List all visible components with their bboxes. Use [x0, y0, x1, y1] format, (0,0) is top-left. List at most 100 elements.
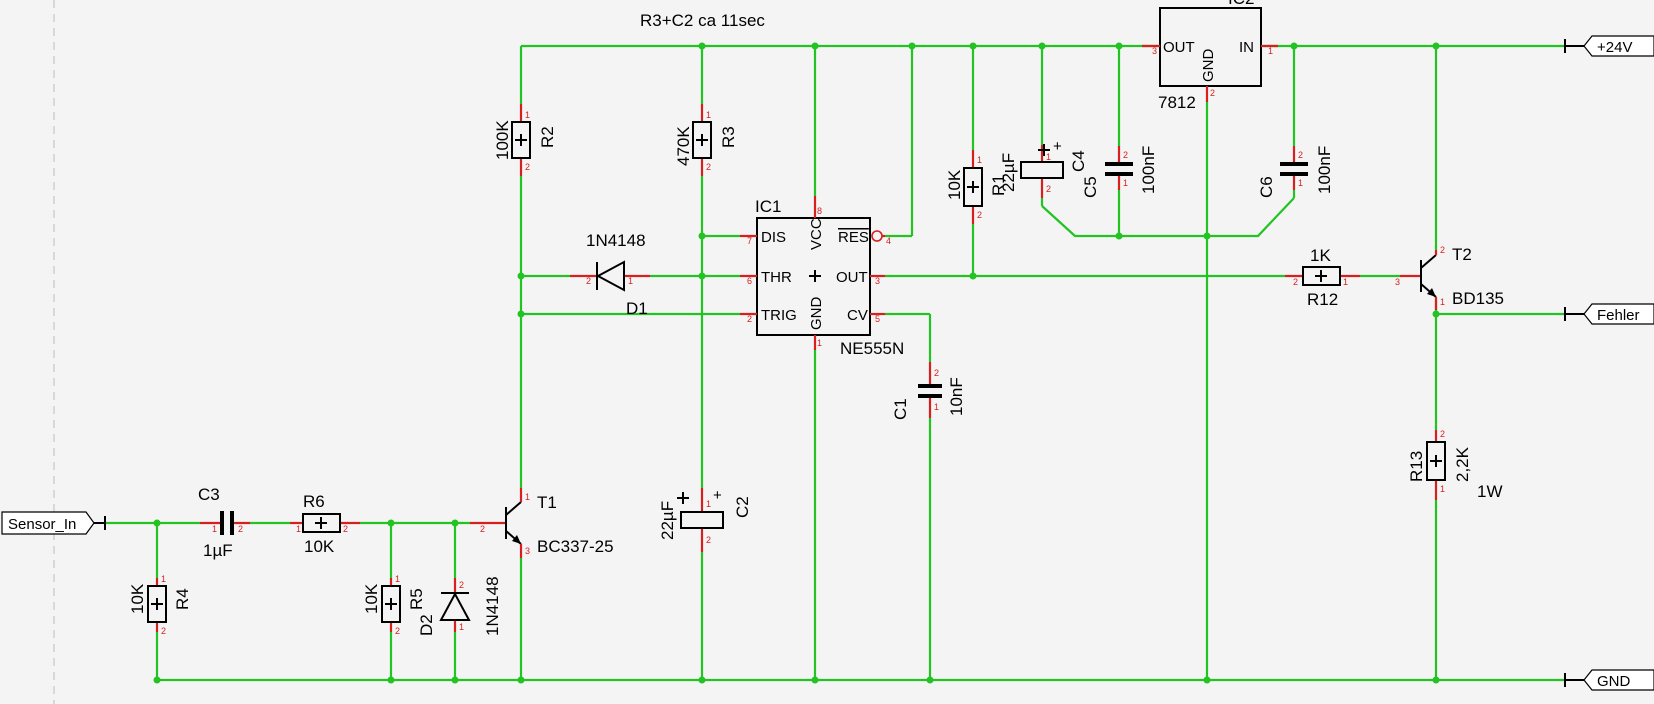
t2-value: BD135 [1452, 289, 1504, 308]
r4-name: R4 [173, 588, 192, 610]
svg-text:1: 1 [934, 402, 939, 412]
ic2-type: 7812 [1158, 93, 1196, 112]
net-fehler[interactable]: Fehler [1564, 303, 1654, 325]
svg-text:2: 2 [343, 524, 348, 534]
ic2-name: IC2 [1228, 0, 1254, 8]
r1-value: 10K [945, 169, 964, 200]
svg-text:2: 2 [1298, 150, 1303, 160]
svg-text:2: 2 [1123, 150, 1128, 160]
svg-text:2: 2 [238, 524, 243, 534]
d1-name: D1 [626, 299, 648, 318]
ic1-pin-res: RES [838, 229, 869, 246]
capacitor-c5[interactable]: 2 1 C5 100nF [1081, 146, 1158, 198]
svg-text:2: 2 [977, 210, 982, 220]
svg-text:2: 2 [161, 626, 166, 636]
t2-name: T2 [1452, 245, 1472, 264]
c5-value: 100nF [1139, 146, 1158, 194]
svg-text:+: + [713, 487, 722, 504]
r3-value: 470K [674, 126, 693, 166]
svg-text:7: 7 [747, 236, 752, 246]
t1-name: T1 [537, 493, 557, 512]
svg-text:1: 1 [1268, 46, 1273, 56]
resistor-r1[interactable]: 1 2 R1 10K [945, 150, 1008, 224]
svg-text:1: 1 [1123, 178, 1128, 188]
r1-name: R1 [989, 174, 1008, 196]
ic1-pin-cv: CV [847, 307, 868, 324]
svg-text:Sensor_In: Sensor_In [8, 516, 76, 533]
r13-name: R13 [1407, 451, 1426, 482]
c4-value: 22µF [999, 153, 1018, 192]
r5-value: 10K [362, 583, 381, 614]
resistor-r12[interactable]: 2 1 1K R12 [1285, 246, 1360, 309]
t1-value: BC337-25 [537, 537, 614, 556]
resistor-r13[interactable]: 2 1 R13 2,2K 1W [1407, 429, 1503, 501]
net-plus24v[interactable]: +24V [1564, 35, 1654, 57]
ic1-pin-out: OUT [836, 269, 868, 286]
ic1-type: NE555N [840, 339, 904, 358]
capacitor-c3[interactable]: 1 2 C3 1µF [198, 485, 250, 560]
ic2-7812[interactable]: OUT IN GND 3 1 2 7812 IC2 [1142, 0, 1278, 112]
net-sensor-in[interactable]: Sensor_In [1, 511, 106, 535]
svg-text:1: 1 [1343, 277, 1348, 287]
resistor-r6[interactable]: 1 2 R6 10K [290, 492, 360, 556]
diode-d2[interactable]: 2 1 D2 1N4148 [417, 576, 502, 636]
svg-text:Fehler: Fehler [1597, 307, 1640, 324]
ic1-pin-thr: THR [761, 269, 792, 286]
svg-text:1: 1 [1440, 297, 1445, 307]
transistor-t2[interactable]: 3 2 1 T2 BD135 [1395, 245, 1504, 310]
r12-value: 1K [1310, 246, 1331, 265]
svg-text:1: 1 [525, 110, 530, 120]
resistor-r4[interactable]: 1 2 R4 10K [128, 574, 192, 636]
r2-value: 100K [493, 120, 512, 160]
capacitor-c2[interactable]: + 1 2 C2 22µF [658, 487, 752, 552]
svg-text:1: 1 [296, 524, 301, 534]
svg-text:1: 1 [1046, 152, 1051, 162]
ic2-pin-gnd: GND [1200, 49, 1217, 83]
ic1-ne555[interactable]: DIS THR TRIG RES OUT CV VCC GND 7 6 2 8 … [740, 196, 904, 358]
svg-text:2: 2 [525, 162, 530, 172]
svg-text:4: 4 [886, 236, 891, 246]
d1-value: 1N4148 [586, 231, 646, 250]
resistor-r2[interactable]: 1 2 R2 100K [493, 104, 557, 176]
svg-text:2: 2 [1210, 88, 1215, 98]
resistor-r5[interactable]: 1 2 R5 10K [362, 574, 426, 636]
ic2-pin-in: IN [1239, 39, 1254, 56]
c1-value: 10nF [947, 377, 966, 416]
r6-value: 10K [304, 537, 335, 556]
svg-text:2: 2 [1440, 245, 1445, 255]
svg-text:1: 1 [1298, 178, 1303, 188]
svg-text:1: 1 [628, 276, 633, 286]
capacitor-c1[interactable]: 2 1 C1 10nF [891, 362, 966, 420]
d2-value: 1N4148 [483, 576, 502, 636]
r4-value: 10K [128, 583, 147, 614]
svg-text:1: 1 [1440, 484, 1445, 494]
svg-text:2: 2 [706, 162, 711, 172]
c4-name: C4 [1069, 150, 1088, 172]
timing-note: R3+C2 ca 11sec [640, 11, 765, 30]
svg-text:1: 1 [706, 110, 711, 120]
c2-name: C2 [733, 496, 752, 518]
svg-text:2: 2 [1440, 429, 1445, 439]
svg-text:2: 2 [1046, 184, 1051, 194]
svg-text:3: 3 [1395, 277, 1400, 287]
transistor-t1[interactable]: 2 1 3 T1 BC337-25 [470, 488, 614, 558]
c6-name: C6 [1257, 176, 1276, 198]
c3-value: 1µF [203, 541, 233, 560]
capacitor-c4[interactable]: + 1 2 C4 22µF [999, 138, 1088, 198]
svg-text:+24V: +24V [1597, 39, 1632, 56]
svg-text:2: 2 [459, 580, 464, 590]
ic2-pin-out: OUT [1163, 39, 1195, 56]
svg-text:+: + [1053, 138, 1062, 155]
resistor-r3[interactable]: 1 2 R3 470K [674, 104, 738, 176]
c5-name: C5 [1081, 176, 1100, 198]
svg-text:1: 1 [459, 622, 464, 632]
c3-name: C3 [198, 485, 220, 504]
svg-text:1: 1 [977, 155, 982, 165]
svg-text:2: 2 [395, 626, 400, 636]
wires [105, 44, 1565, 682]
net-gnd[interactable]: GND [1564, 669, 1654, 691]
capacitor-c6[interactable]: 2 1 C6 100nF [1257, 146, 1334, 198]
diode-d1[interactable]: 2 1 1N4148 D1 [570, 231, 650, 318]
r6-name: R6 [303, 492, 325, 511]
